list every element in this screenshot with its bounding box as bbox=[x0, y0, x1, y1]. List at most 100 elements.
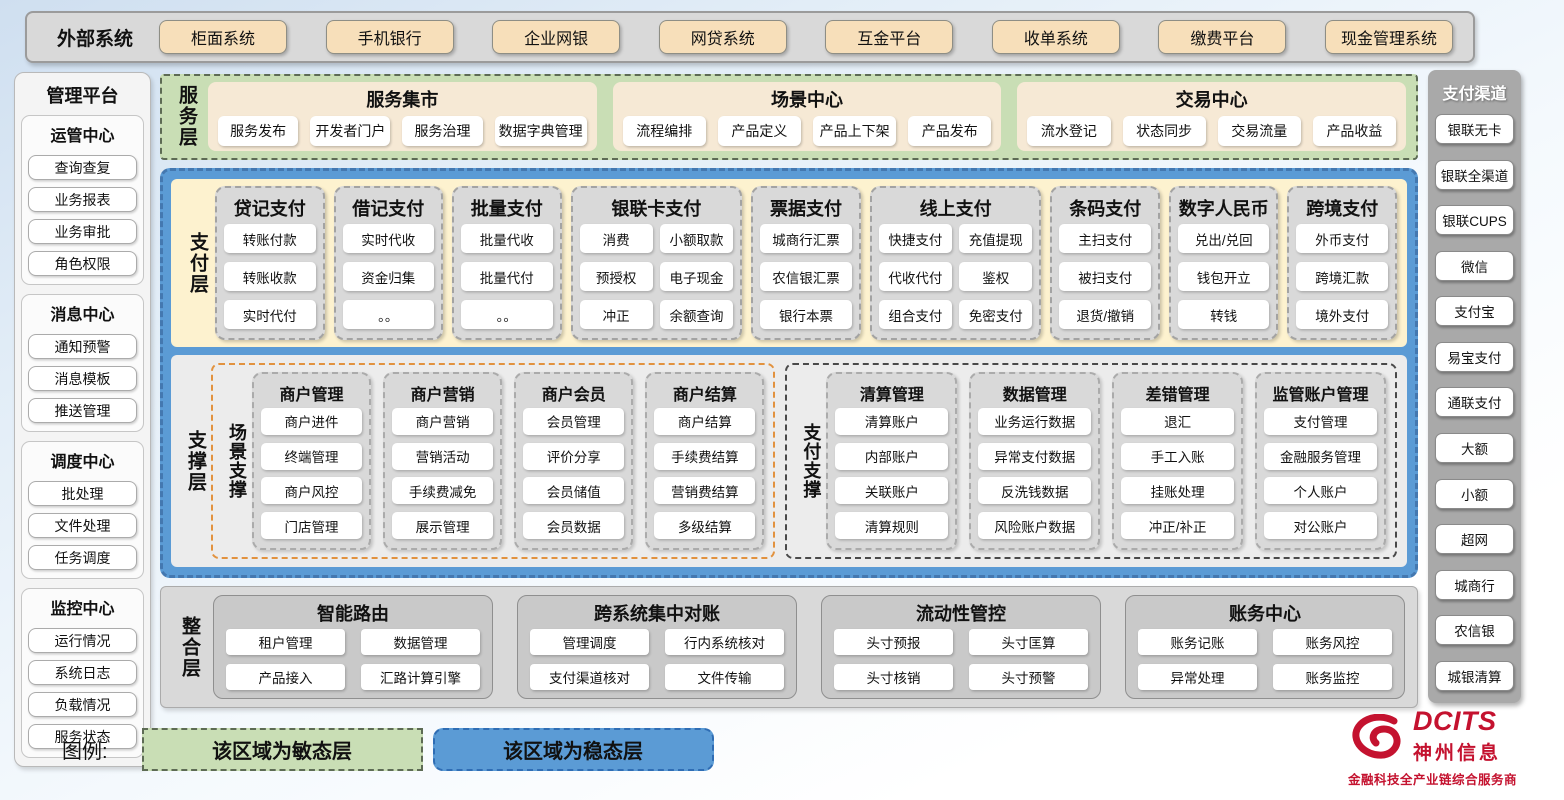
payment-category: 条码支付主扫支付被扫支付退货/撤销 bbox=[1050, 186, 1160, 340]
management-groups: 运管中心查询查复业务报表业务审批角色权限消息中心通知预警消息模板推送管理调度中心… bbox=[21, 115, 144, 758]
support-category-title: 商户会员 bbox=[541, 387, 606, 404]
integration-group-title: 账务中心 bbox=[1229, 604, 1301, 624]
external-system-chip: 柜面系统 bbox=[159, 20, 288, 54]
integration-layer: 整合层 智能路由租户管理数据管理产品接入汇路计算引擎跨系统集中对账管理调度行内系… bbox=[160, 586, 1418, 708]
support-item: 手续费减免 bbox=[392, 477, 494, 505]
service-center-items: 流水登记状态同步交易流量产品收益 bbox=[1027, 116, 1397, 146]
service-layer: 服务层 服务集市服务发布开发者门户服务治理数据字典管理场景中心流程编排产品定义产… bbox=[160, 74, 1418, 160]
payment-item: 实时代付 bbox=[224, 300, 316, 329]
payment-category-title: 银联卡支付 bbox=[611, 199, 702, 219]
service-item: 状态同步 bbox=[1122, 116, 1206, 146]
support-category-title: 商户管理 bbox=[279, 387, 344, 404]
payment-item: 批量代收 bbox=[461, 224, 553, 253]
integration-group-items: 头寸预报头寸匡算头寸核销头寸预警 bbox=[834, 629, 1088, 690]
integration-item: 账务记账 bbox=[1138, 629, 1257, 655]
payment-channel-item: 超网 bbox=[1435, 524, 1514, 555]
payment-category-items: 消费小额取款预授权电子现金冲正余额查询 bbox=[579, 222, 734, 331]
payment-category-items: 实时代收资金归集。。 bbox=[342, 222, 434, 331]
main-architecture-column: 服务层 服务集市服务发布开发者门户服务治理数据字典管理场景中心流程编排产品定义产… bbox=[160, 74, 1418, 708]
payment-channel-item: 银联全渠道 bbox=[1435, 159, 1514, 190]
management-item: 系统日志 bbox=[28, 660, 137, 685]
support-item: 业务运行数据 bbox=[978, 407, 1092, 435]
dcits-company-name: 神州信息 bbox=[1413, 743, 1502, 764]
payment-category: 数字人民币兑出/兑回钱包开立转钱 bbox=[1168, 186, 1279, 340]
integration-group: 智能路由租户管理数据管理产品接入汇路计算引擎 bbox=[213, 595, 493, 699]
payment-item: 电子现金 bbox=[659, 262, 734, 291]
payment-category-items: 主扫支付被扫支付退货/撤销 bbox=[1059, 222, 1151, 331]
payment-category: 跨境支付外币支付跨境汇款境外支付 bbox=[1287, 186, 1397, 340]
support-item: 营销费结算 bbox=[654, 477, 756, 505]
payment-category-items: 批量代收批量代付。。 bbox=[461, 222, 553, 331]
payment-category-items: 转账付款转账收款实时代付 bbox=[224, 222, 316, 331]
service-center-title: 交易中心 bbox=[1175, 90, 1248, 110]
integration-group: 账务中心账务记账账务风控异常处理账务监控 bbox=[1125, 595, 1405, 699]
legend: 图例: 该区域为敏态层该区域为稳态层 bbox=[62, 728, 714, 771]
management-platform-sidebar: 管理平台 运管中心查询查复业务报表业务审批角色权限消息中心通知预警消息模板推送管… bbox=[14, 72, 151, 767]
management-item: 消息模板 bbox=[28, 366, 137, 391]
scene-support-section: 场景支撑商户管理商户进件终端管理商户风控门店管理商户营销商户营销营销活动手续费减… bbox=[211, 363, 776, 559]
payment-item: 批量代付 bbox=[461, 262, 553, 291]
integration-item: 行内系统核对 bbox=[665, 629, 784, 655]
stable-layer-container: 支付层 贷记支付转账付款转账收款实时代付借记支付实时代收资金归集。。批量支付批量… bbox=[160, 168, 1418, 578]
payment-channels-title: 支付渠道 bbox=[1442, 86, 1507, 103]
integration-item: 头寸预警 bbox=[969, 664, 1088, 690]
support-item: 营销活动 bbox=[392, 442, 494, 470]
integration-layer-groups: 智能路由租户管理数据管理产品接入汇路计算引擎跨系统集中对账管理调度行内系统核对支… bbox=[213, 595, 1405, 699]
payment-item: 银行本票 bbox=[760, 300, 852, 329]
service-item: 产品定义 bbox=[717, 116, 802, 146]
management-item: 推送管理 bbox=[28, 398, 137, 423]
payment-category-title: 跨境支付 bbox=[1306, 199, 1379, 219]
integration-item: 数据管理 bbox=[361, 629, 480, 655]
support-section-columns: 清算管理清算账户内部账户关联账户清算规则数据管理业务运行数据异常支付数据反洗钱数… bbox=[826, 372, 1386, 550]
service-center-items: 流程编排产品定义产品上下架产品发布 bbox=[622, 116, 992, 146]
integration-item: 产品接入 bbox=[226, 664, 345, 690]
service-item: 服务治理 bbox=[402, 116, 483, 146]
payment-item: 城商行汇票 bbox=[760, 224, 852, 253]
payment-channel-item: 大额 bbox=[1435, 433, 1514, 464]
service-center: 交易中心流水登记状态同步交易流量产品收益 bbox=[1017, 82, 1407, 151]
external-system-chip: 收单系统 bbox=[991, 20, 1120, 54]
integration-layer-label: 整合层 bbox=[179, 615, 200, 679]
support-section-label: 场景支撑 bbox=[227, 423, 247, 499]
support-item: 挂账处理 bbox=[1121, 477, 1235, 505]
payment-category-title: 批量支付 bbox=[470, 199, 543, 219]
support-category-title: 商户营销 bbox=[410, 387, 475, 404]
support-item: 反洗钱数据 bbox=[978, 477, 1092, 505]
management-group-title: 消息中心 bbox=[50, 307, 115, 324]
integration-item: 租户管理 bbox=[226, 629, 345, 655]
support-item: 商户进件 bbox=[261, 407, 363, 435]
integration-group-items: 管理调度行内系统核对支付渠道核对文件传输 bbox=[530, 629, 784, 690]
legend-items: 该区域为敏态层该区域为稳态层 bbox=[141, 728, 714, 771]
external-systems-list: 柜面系统手机银行企业网银网贷系统互金平台收单系统缴费平台现金管理系统 bbox=[155, 20, 1457, 54]
service-item: 产品上下架 bbox=[813, 116, 897, 146]
payment-channel-item: 微信 bbox=[1435, 250, 1514, 281]
external-system-chip: 企业网银 bbox=[492, 20, 621, 54]
service-layer-groups: 服务集市服务发布开发者门户服务治理数据字典管理场景中心流程编排产品定义产品上下架… bbox=[208, 82, 1407, 151]
support-section-columns: 商户管理商户进件终端管理商户风控门店管理商户营销商户营销营销活动手续费减免展示管… bbox=[252, 372, 765, 550]
payment-item: 转钱 bbox=[1177, 300, 1270, 329]
payment-layer-label: 支付层 bbox=[187, 231, 208, 295]
payment-item: 组合支付 bbox=[878, 300, 953, 329]
support-item: 异常支付数据 bbox=[978, 442, 1092, 470]
payment-item: 快捷支付 bbox=[878, 224, 953, 253]
management-item: 业务报表 bbox=[28, 187, 137, 212]
support-layer-label: 支撑层 bbox=[185, 429, 206, 493]
service-center-items: 服务发布开发者门户服务治理数据字典管理 bbox=[218, 116, 587, 146]
payment-category: 贷记支付转账付款转账收款实时代付 bbox=[215, 186, 325, 340]
payment-category-items: 兑出/兑回钱包开立转钱 bbox=[1177, 222, 1270, 331]
integration-group-items: 账务记账账务风控异常处理账务监控 bbox=[1138, 629, 1392, 690]
management-group-title: 监控中心 bbox=[50, 601, 115, 618]
external-systems-label: 外部系统 bbox=[57, 28, 134, 50]
support-layer-sections: 场景支撑商户管理商户进件终端管理商户风控门店管理商户营销商户营销营销活动手续费减… bbox=[211, 363, 1397, 559]
management-item: 任务调度 bbox=[28, 545, 137, 570]
support-item: 对公账户 bbox=[1264, 512, 1377, 540]
management-group: 监控中心运行情况系统日志负载情况服务状态 bbox=[21, 588, 144, 758]
support-category: 商户会员会员管理评价分享会员储值会员数据 bbox=[514, 372, 634, 550]
payment-category: 票据支付城商行汇票农信银汇票银行本票 bbox=[751, 186, 861, 340]
support-category-title: 商户结算 bbox=[672, 387, 737, 404]
payment-item: 免密支付 bbox=[959, 300, 1033, 329]
support-item: 商户风控 bbox=[261, 477, 363, 505]
integration-item: 头寸核销 bbox=[834, 664, 953, 690]
payment-category-title: 贷记支付 bbox=[233, 199, 306, 219]
